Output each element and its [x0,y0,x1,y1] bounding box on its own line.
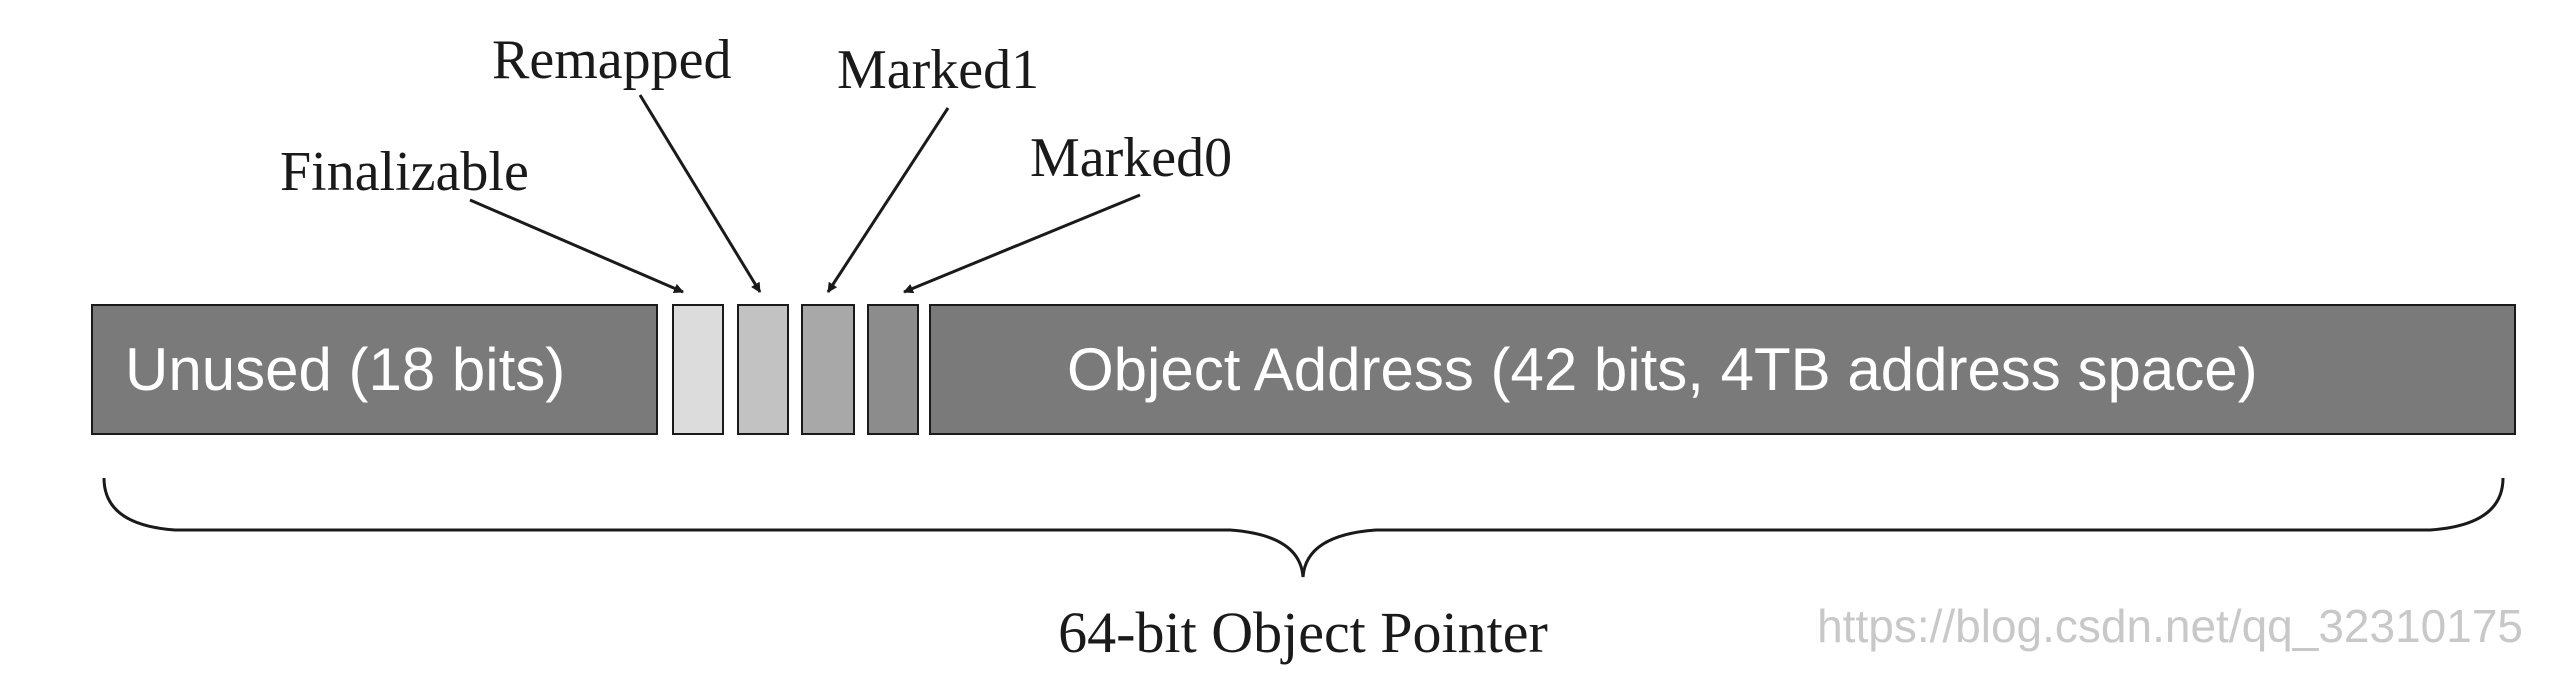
marked0-arrow [903,193,1141,294]
object-address-segment [929,304,2516,435]
marked1-arrow [826,107,950,293]
remapped-label: Remapped [492,29,731,91]
marked0-bit [867,304,919,435]
marked0-label: Marked0 [1030,127,1232,189]
marked1-bit [801,304,855,435]
finalizable-label: Finalizable [280,141,529,203]
object-address-segment-label: Object Address (42 bits, 4TB address spa… [1067,336,2258,403]
finalizable-bit [672,304,724,435]
unused-segment [91,304,658,435]
marked1-label: Marked1 [837,39,1039,101]
brace [102,477,2505,578]
brace-label: 64-bit Object Pointer [1058,600,1548,665]
watermark: https://blog.csdn.net/qq_32310175 [1817,600,2523,652]
remapped-bit [737,304,789,435]
finalizable-arrow [469,198,684,294]
unused-segment-label: Unused (18 bits) [125,336,565,403]
remapped-arrow [638,94,762,293]
